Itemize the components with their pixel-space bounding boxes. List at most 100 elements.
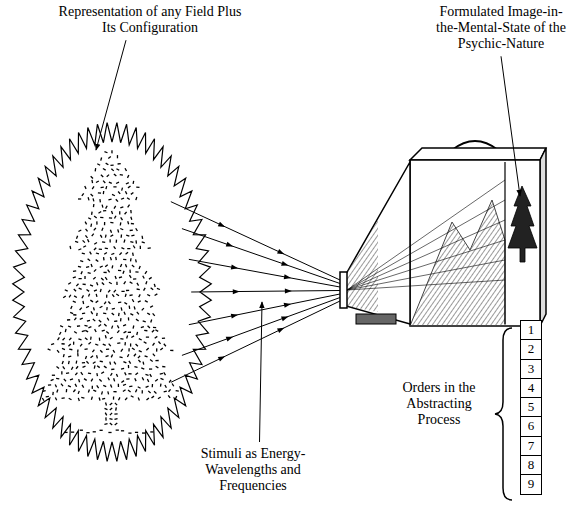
tree-dot: [93, 277, 95, 279]
tree-dot: [141, 327, 144, 328]
stimulus-ray: [191, 291, 340, 293]
tree-dot: [112, 326, 113, 329]
tree-dot: [100, 289, 102, 292]
tree-dot: [136, 332, 138, 335]
tree-dot: [120, 222, 122, 225]
tree-dot: [110, 257, 112, 260]
tree-dot: [81, 372, 83, 375]
tree-dot: [95, 344, 98, 345]
tree-dot: [127, 354, 128, 357]
tree-dot: [78, 379, 80, 382]
tree-dot: [132, 348, 135, 350]
tree-dot: [69, 338, 71, 340]
order-box: 5: [520, 397, 542, 417]
tree-dot: [176, 390, 179, 392]
tree-dot: [164, 390, 167, 392]
tree-dot: [86, 306, 89, 307]
tree-dot: [101, 391, 103, 394]
tree-dot: [83, 366, 86, 367]
ray-arrowhead: [231, 312, 239, 318]
tree-dot: [119, 356, 122, 358]
tree-dot: [95, 168, 97, 171]
tree-dot: [83, 283, 86, 285]
tree-dot: [131, 336, 134, 338]
ray-arrowhead: [285, 288, 292, 293]
tree-dot: [82, 295, 84, 298]
tree-dot: [115, 403, 117, 405]
tree-dot: [82, 301, 84, 304]
tree-dot: [63, 338, 65, 340]
tree-dot: [125, 294, 127, 297]
tree-dot: [103, 257, 105, 260]
tree-dot: [109, 239, 110, 242]
camera-lens: [340, 272, 347, 308]
tree-dot: [105, 417, 107, 420]
tree-dot: [121, 217, 123, 220]
tree-dot: [138, 360, 140, 362]
tree-dot: [96, 221, 97, 224]
tree-dot: [88, 218, 91, 220]
tree-dot: [110, 413, 112, 415]
tree-dot: [131, 217, 132, 220]
tree-dot: [68, 283, 71, 285]
tree-dot: [169, 380, 171, 383]
tree-dot: [99, 249, 102, 250]
tree-dot: [96, 355, 98, 358]
tree-dot: [91, 176, 93, 178]
tree-dot: [109, 418, 112, 420]
tree-dot: [132, 253, 134, 256]
tree-dot: [75, 241, 78, 243]
tree-dot: [150, 319, 152, 322]
tree-dot: [85, 348, 88, 350]
tree-dot: [150, 431, 153, 432]
tree-dot: [104, 366, 107, 368]
tree-dot: [114, 362, 116, 365]
tree-dot: [99, 199, 101, 202]
tree-dot: [138, 387, 141, 389]
tree-dot: [108, 270, 110, 273]
tree-dot: [126, 183, 129, 184]
tree-dot: [139, 294, 141, 297]
tree-dot: [97, 366, 100, 368]
tree-dot: [68, 326, 71, 327]
tree-dot: [135, 259, 137, 262]
tree-dot: [91, 264, 92, 267]
tree-dot: [94, 248, 96, 250]
tree-dot: [68, 344, 70, 346]
tree-dot: [116, 374, 117, 377]
tree-dot: [126, 378, 129, 379]
tree-dot: [105, 235, 107, 238]
tree-dot: [108, 432, 111, 433]
tree-dot: [124, 331, 127, 333]
tree-dot: [156, 366, 159, 368]
tree-dot: [75, 384, 77, 387]
tree-dot: [114, 418, 117, 420]
tree-dot: [154, 391, 156, 393]
tree-dot: [68, 356, 71, 358]
tree-dot: [110, 373, 112, 376]
tree-dot: [135, 432, 138, 433]
order-box: 1: [520, 320, 542, 340]
tree-dot: [144, 288, 146, 291]
tree-dot: [97, 164, 100, 166]
tree-dot: [59, 332, 61, 335]
tree-dot: [90, 300, 93, 302]
camera-lens-shade: [346, 220, 378, 312]
tree-dot: [141, 236, 143, 239]
tree-dot: [123, 271, 124, 274]
tree-dot: [113, 378, 115, 381]
tree-dot: [82, 385, 84, 388]
tree-dot: [74, 331, 77, 333]
order-number: 1: [522, 323, 540, 337]
tree-dot: [121, 381, 124, 383]
tree-dot: [82, 362, 85, 364]
tree-dot: [110, 403, 112, 405]
tree-dot: [73, 342, 74, 345]
tree-dot: [146, 348, 148, 350]
order-box: 2: [520, 339, 542, 359]
tree-dot: [121, 368, 124, 370]
tree-dot: [146, 336, 149, 337]
tree-dot: [142, 377, 144, 380]
caption-label: Representation of any Field Plus Its Con…: [50, 4, 250, 36]
tree-dot: [135, 378, 136, 381]
